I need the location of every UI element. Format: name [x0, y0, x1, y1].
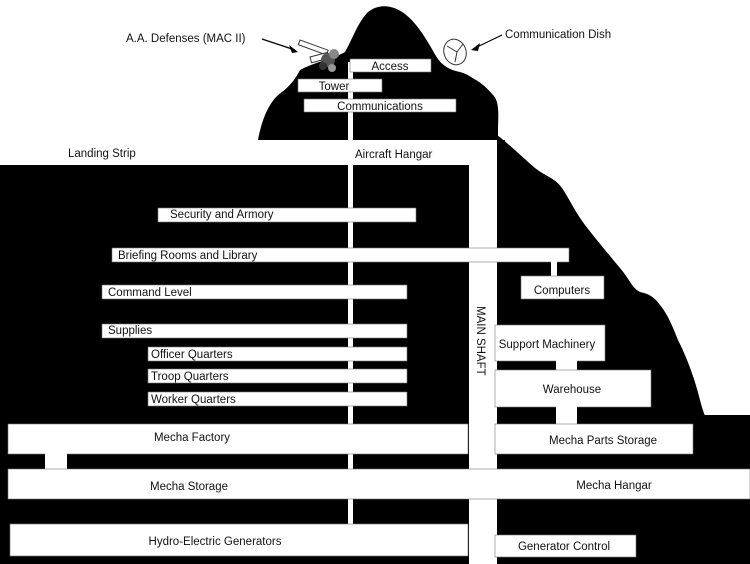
room-storage-hangar	[7, 468, 750, 500]
room-officer	[147, 346, 408, 362]
room-factory	[7, 423, 469, 455]
surface-strip	[0, 140, 497, 164]
label-command: Command Level	[108, 287, 192, 299]
room-support	[494, 324, 606, 362]
room-briefing	[111, 247, 570, 263]
room-parts	[494, 423, 694, 455]
aa-gun-icon	[297, 39, 339, 72]
arrow-dish	[474, 34, 503, 49]
room-gen-control	[494, 534, 637, 558]
label-hangar: Mecha Hangar	[576, 480, 652, 492]
label-security: Security and Armory	[170, 209, 274, 221]
label-worker: Worker Quarters	[151, 394, 236, 406]
label-landing-strip: Landing Strip	[68, 148, 136, 160]
label-tower: Tower	[319, 81, 350, 93]
label-warehouse: Warehouse	[543, 384, 601, 396]
connector-support-warehouse	[556, 360, 577, 372]
room-security	[157, 207, 417, 223]
peak-base-left	[0, 130, 258, 142]
label-officer: Officer Quarters	[151, 349, 233, 361]
mountain-peak	[258, 6, 499, 140]
room-access	[349, 58, 432, 73]
room-tower	[297, 78, 383, 93]
room-troop	[147, 368, 408, 384]
main-shaft-col	[487, 140, 497, 564]
label-communications: Communications	[337, 101, 423, 113]
label-parts: Mecha Parts Storage	[549, 435, 657, 447]
label-supplies: Supplies	[108, 325, 152, 337]
label-support: Support Machinery	[499, 339, 596, 351]
room-supplies	[101, 323, 408, 339]
label-gen-control: Generator Control	[518, 541, 610, 553]
connector-warehouse-parts	[556, 406, 577, 426]
arrowhead-aa	[289, 45, 298, 53]
comm-dish-icon	[443, 38, 467, 66]
room-computers	[520, 275, 605, 300]
callout-comm-dish: Communication Dish	[505, 29, 611, 41]
room-warehouse	[494, 369, 652, 408]
label-computers: Computers	[534, 285, 590, 297]
connector-computers	[551, 261, 557, 277]
label-storage: Mecha Storage	[150, 481, 228, 493]
arrowhead-dish	[471, 43, 480, 51]
room-communications	[303, 98, 457, 113]
arrow-aa	[261, 38, 296, 51]
label-generators: Hydro-Electric Generators	[149, 536, 282, 548]
label-briefing: Briefing Rooms and Library	[118, 250, 258, 262]
room-worker	[147, 391, 408, 407]
room-generators	[9, 523, 469, 557]
callout-aa-defenses: A.A. Defenses (MAC II)	[126, 33, 246, 45]
label-aircraft-hangar: Aircraft Hangar	[355, 149, 433, 161]
label-factory: Mecha Factory	[154, 432, 230, 444]
label-troop: Troop Quarters	[151, 371, 229, 383]
label-main-shaft: MAIN SHAFT	[474, 306, 486, 376]
connector-factory-storage	[45, 453, 67, 471]
room-command	[101, 284, 408, 300]
label-access: Access	[371, 61, 408, 73]
